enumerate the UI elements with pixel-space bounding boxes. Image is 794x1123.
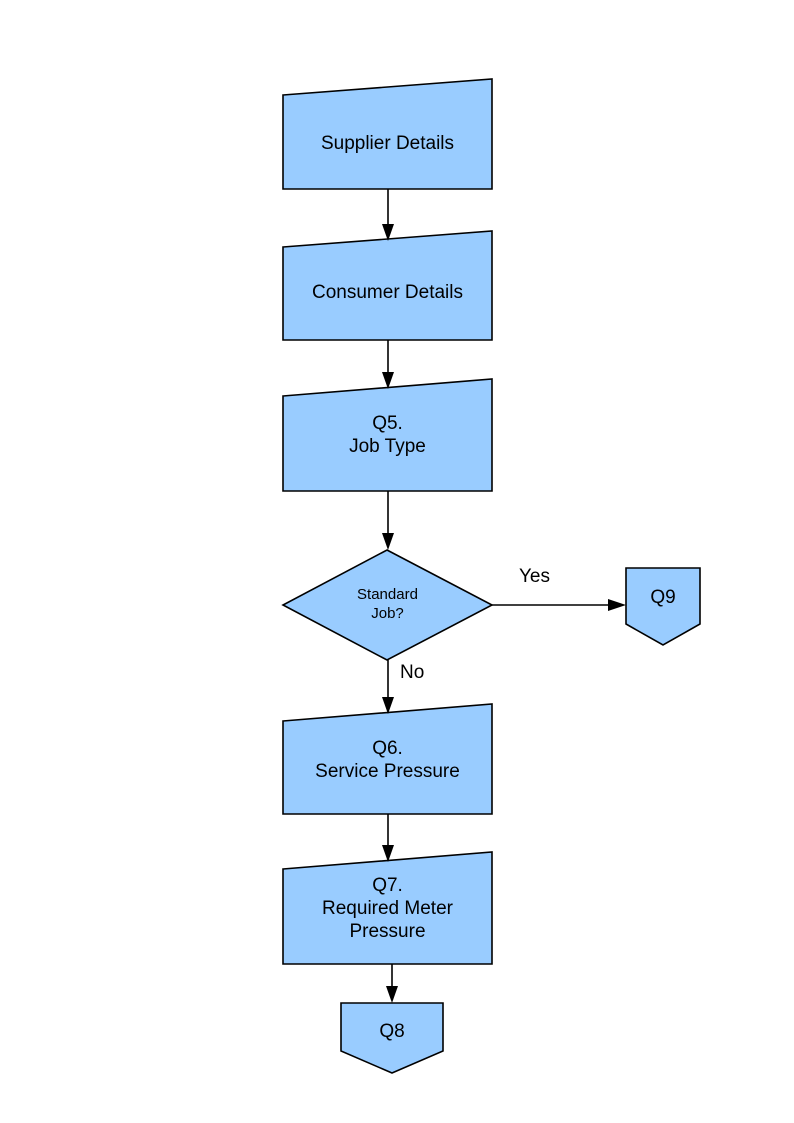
node-q9[interactable] — [626, 568, 700, 645]
edge-q5-to-standard-job-arrowhead — [382, 533, 394, 550]
edge-standard-job-no-to-q6-arrowhead — [382, 697, 394, 714]
node-q8[interactable] — [341, 1003, 443, 1073]
node-q5-job-type[interactable] — [283, 379, 492, 491]
node-supplier-details[interactable] — [283, 79, 492, 189]
edge-consumer-to-q5-arrowhead — [382, 372, 394, 389]
edge-q6-to-q7-arrowhead — [382, 845, 394, 862]
node-consumer-details[interactable] — [283, 231, 492, 340]
edge-q7-to-q8-arrowhead — [386, 986, 398, 1003]
node-q6-service-pressure-shape[interactable] — [282, 703, 493, 815]
edge-supplier-to-consumer-arrowhead — [382, 224, 394, 241]
node-standard-job[interactable] — [283, 550, 492, 660]
node-q9-shape[interactable] — [625, 567, 701, 646]
node-supplier-details-shape[interactable] — [282, 78, 493, 190]
node-standard-job-shape[interactable] — [281, 549, 494, 661]
node-consumer-details-shape[interactable] — [282, 230, 493, 341]
node-q7-required-meter-pressure[interactable] — [283, 852, 492, 964]
node-q5-job-type-shape[interactable] — [282, 378, 493, 492]
edge-label-no: No — [400, 662, 425, 683]
node-q7-required-meter-pressure-shape[interactable] — [282, 851, 493, 965]
edge-standard-job-yes-to-q9-arrowhead — [608, 599, 626, 611]
node-q8-shape[interactable] — [340, 1002, 444, 1074]
edge-label-yes: Yes — [519, 566, 550, 587]
node-q6-service-pressure[interactable] — [283, 704, 492, 814]
